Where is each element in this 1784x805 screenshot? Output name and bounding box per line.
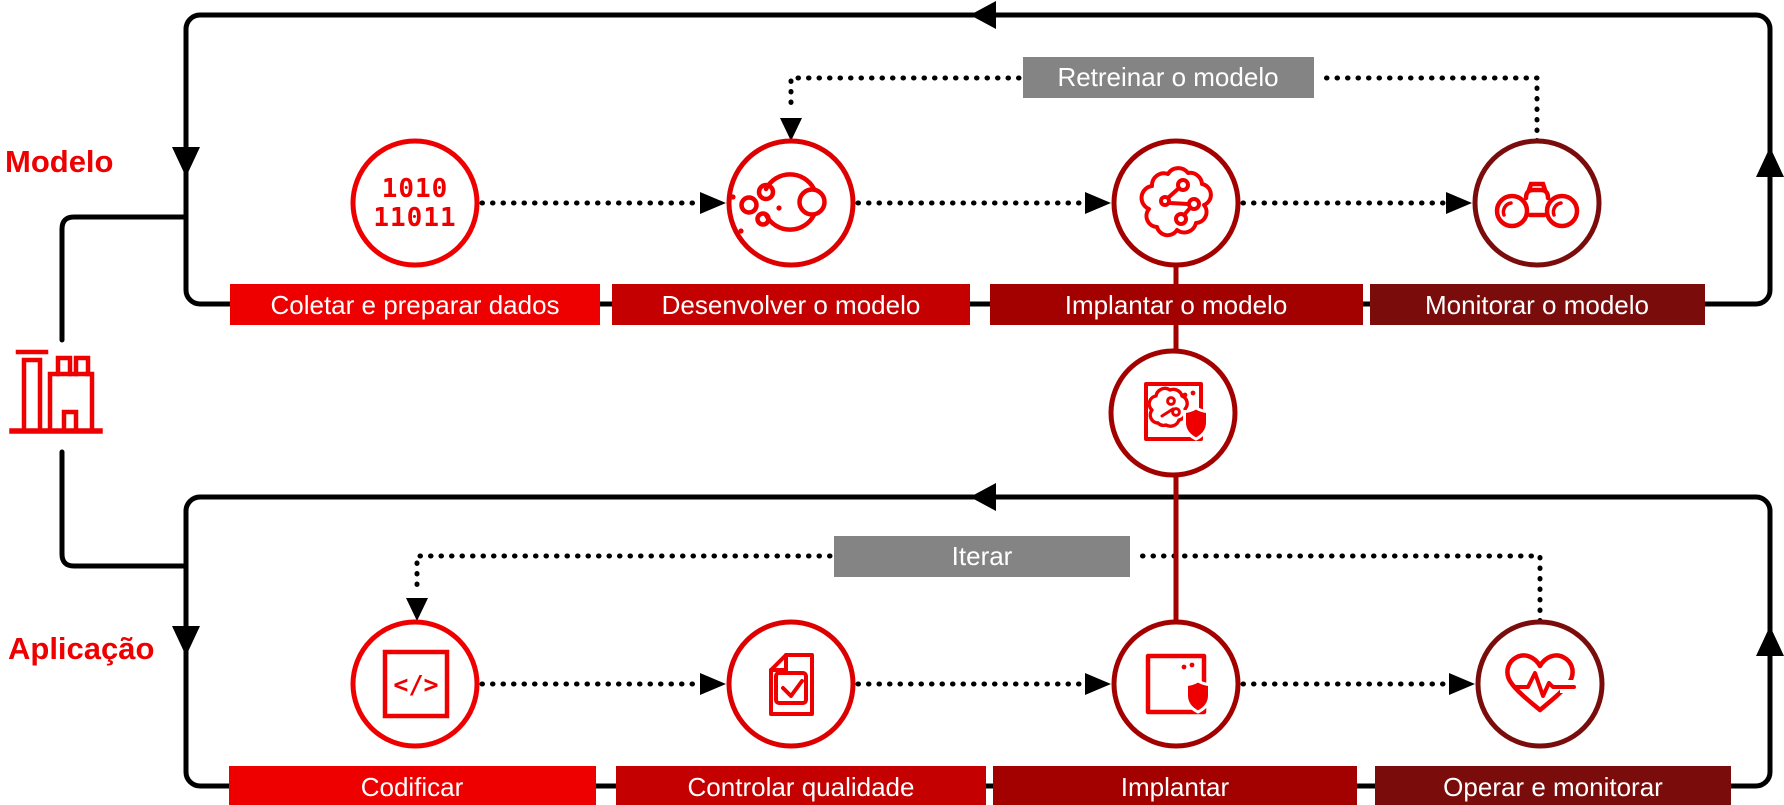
iterate-loop-label: Iterar [834, 536, 1130, 577]
develop-model-circle [726, 138, 856, 268]
step-arrow-icon [1449, 673, 1475, 695]
binary-data-icon: 1010 11011 [373, 174, 456, 233]
model-row-label: Modelo [5, 144, 114, 179]
retrain-loop-path [788, 75, 1540, 144]
step-label-box [230, 284, 600, 325]
application-right-edge-up-arrow-icon [1756, 626, 1784, 656]
svg-text:11011: 11011 [373, 203, 456, 233]
step-label: Coletar e preparar dados [270, 290, 559, 320]
svg-text:1010: 1010 [382, 174, 449, 204]
step-label: Monitorar o modelo [1425, 290, 1649, 320]
application-left-edge-down-arrow-icon [172, 626, 200, 656]
model-development-icon [730, 172, 827, 234]
step-label: Codificar [361, 772, 464, 802]
factory-icon [9, 349, 103, 434]
model-right-edge-up-arrow-icon [1756, 147, 1784, 177]
secured-deployment-icon [1145, 653, 1211, 715]
collect-data-circle [350, 138, 480, 268]
deploy-app-circle [1111, 619, 1241, 749]
svg-text:</>: </> [393, 670, 438, 699]
step-label-box [229, 766, 596, 805]
binoculars-icon [1494, 181, 1580, 229]
step-label-box [612, 284, 970, 325]
step-label: Controlar qualidade [688, 772, 915, 802]
retrain-loop-arrow-icon [780, 118, 802, 141]
step-label-box [1375, 766, 1731, 805]
step-arrow-icon [700, 673, 726, 695]
application-row-label: Aplicação [8, 631, 154, 666]
application-top-edge-left-arrow-icon [970, 483, 996, 511]
monitor-model-circle [1472, 138, 1602, 268]
step-label: Desenvolver o modelo [662, 290, 921, 320]
code-icon: </> [382, 649, 450, 719]
step-arrow-icon [700, 192, 726, 214]
model-top-edge-left-arrow-icon [970, 1, 996, 29]
application-step-labels: Codificar Controlar qualidade Implantar … [229, 766, 1731, 805]
iterate-loop-path [414, 553, 1543, 624]
step-arrow-icon [1085, 673, 1111, 695]
svg-text:Retreinar o modelo: Retreinar o modelo [1057, 62, 1278, 92]
step-label-box [616, 766, 986, 805]
step-arrow-icon [1085, 192, 1111, 214]
rows-connector-line [59, 214, 189, 569]
quality-check-icon [769, 653, 814, 716]
step-label: Operar e monitorar [1443, 772, 1663, 802]
ai-brain-icon [1139, 166, 1213, 238]
step-arrow-icon [1446, 192, 1472, 214]
heart-monitor-icon [1505, 653, 1578, 713]
step-label-box [1370, 284, 1705, 325]
iterate-loop-arrow-icon [406, 598, 428, 621]
model-step-labels: Coletar e preparar dados Desenvolver o m… [230, 284, 1705, 325]
step-label-box [993, 766, 1357, 805]
svg-text:Iterar: Iterar [952, 541, 1013, 571]
model-left-edge-down-arrow-icon [172, 147, 200, 177]
step-label: Implantar [1121, 772, 1230, 802]
retrain-loop-label: Retreinar o modelo [1023, 57, 1314, 98]
secured-ai-model-icon [1144, 382, 1209, 441]
